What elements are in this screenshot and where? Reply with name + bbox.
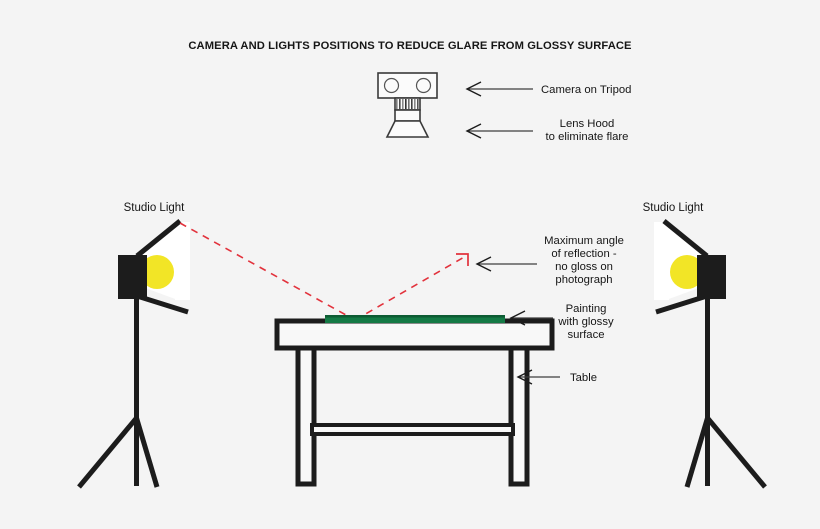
table-label: Table xyxy=(570,372,597,384)
painting-leader xyxy=(509,310,553,326)
svg-text:Lens Hood: Lens Hood xyxy=(560,118,615,130)
lens-hood-shape xyxy=(385,120,430,138)
maximum-angle-of-reflection-label: Maximum angle of reflection - no gloss o… xyxy=(544,235,624,286)
studio-light-right xyxy=(654,219,767,489)
svg-text:photograph: photograph xyxy=(555,274,612,286)
max-angle-leader xyxy=(475,256,537,272)
softbox-housing-left xyxy=(118,255,147,299)
svg-text:Maximum angle: Maximum angle xyxy=(544,235,624,247)
light-stand-pole-left xyxy=(134,258,139,486)
table-leg-left xyxy=(295,345,317,487)
table xyxy=(274,318,555,487)
studio-light-left-label: Studio Light xyxy=(124,202,186,214)
painting-glossy-edge xyxy=(325,315,505,318)
arrow-left-icon xyxy=(465,81,482,97)
light-stand-pole-right xyxy=(705,258,710,486)
arrow-left-icon xyxy=(509,310,526,326)
svg-text:with glossy: with glossy xyxy=(557,316,614,328)
svg-text:surface: surface xyxy=(567,329,604,341)
painting-body xyxy=(325,315,505,323)
light-stand-leg-left-a xyxy=(77,416,139,489)
svg-text:to eliminate flare: to eliminate flare xyxy=(546,131,629,143)
light-bulb-left xyxy=(140,255,174,289)
arrow-left-icon xyxy=(465,123,482,139)
table-leg-right xyxy=(508,345,530,487)
svg-text:of reflection -: of reflection - xyxy=(551,248,617,260)
softbox-edge-left-top xyxy=(135,219,182,258)
lens-barrel-upper xyxy=(394,97,421,111)
studio-light-right-label: Studio Light xyxy=(643,202,705,214)
light-stand-leg-left-b xyxy=(134,417,160,488)
studio-light-left xyxy=(77,219,190,489)
table-stretcher xyxy=(310,423,515,436)
painting-with-glossy-surface-object xyxy=(325,315,505,323)
arrow-left-icon xyxy=(475,256,492,272)
camera-leader xyxy=(465,81,533,97)
camera-on-tripod-label: Camera on Tripod xyxy=(541,84,631,96)
light-bulb-right xyxy=(670,255,704,289)
camera-viewfinder-icon xyxy=(383,77,400,94)
lens-hood-leader xyxy=(465,123,533,139)
softbox-housing-right xyxy=(697,255,726,299)
light-stand-leg-right-a xyxy=(705,416,767,489)
camera-lens-icon xyxy=(415,77,432,94)
reflection-ray-path xyxy=(179,222,469,321)
light-stand-leg-right-b xyxy=(684,417,710,488)
page-title: CAMERA AND LIGHTS POSITIONS TO REDUCE GL… xyxy=(188,40,632,52)
svg-text:no gloss on: no gloss on xyxy=(555,261,613,273)
arrow-left-icon xyxy=(516,369,533,385)
focus-ring-stripes xyxy=(396,99,419,109)
reflected-ray xyxy=(354,255,467,321)
softbox-edge-right-top xyxy=(662,219,709,258)
painting-with-glossy-surface-label: Painting with glossy surface xyxy=(557,303,614,341)
camera-on-tripod-illustration xyxy=(377,72,438,138)
arrow-up-right-icon xyxy=(456,253,469,266)
table-top-apron xyxy=(274,318,555,351)
camera-body xyxy=(377,72,438,99)
lens-hood-label: Lens Hood to eliminate flare xyxy=(546,118,629,143)
table-leader xyxy=(516,369,560,385)
svg-text:Painting: Painting xyxy=(566,303,607,315)
lens-barrel-lower xyxy=(394,109,421,122)
